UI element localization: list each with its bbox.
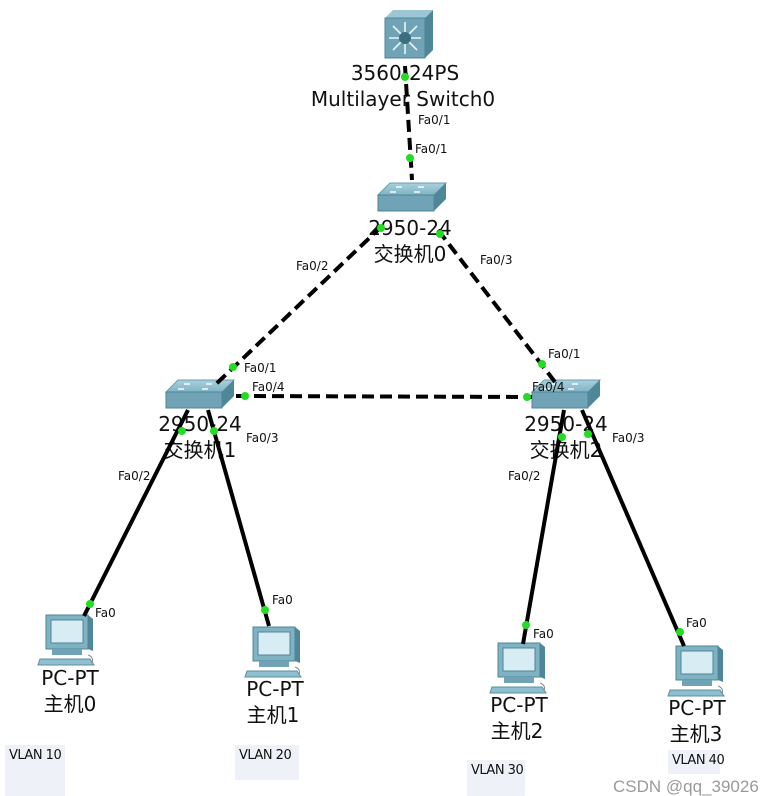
vlan30-area bbox=[467, 760, 525, 796]
vlan20-area bbox=[235, 745, 299, 780]
vlan40-area bbox=[668, 750, 720, 774]
link-sw1-pc1[interactable] bbox=[206, 409, 271, 627]
sw2-name-label: 交换机2 bbox=[530, 438, 603, 462]
vlan10-area bbox=[5, 745, 65, 796]
port-label: Fa0/3 bbox=[246, 431, 278, 445]
port-label: Fa0/3 bbox=[480, 253, 512, 267]
multilayer-switch-icon[interactable] bbox=[384, 10, 433, 59]
port-label: Fa0 bbox=[686, 616, 707, 630]
pc2-model-label: PC-PT bbox=[490, 693, 548, 717]
vlan20-label: VLAN 20 bbox=[239, 748, 291, 763]
link-sw1-pc0[interactable] bbox=[82, 409, 190, 617]
port-label: Fa0/2 bbox=[118, 469, 150, 483]
switch0-icon[interactable] bbox=[377, 182, 447, 212]
sw1-name-label: 交换机1 bbox=[164, 438, 237, 462]
port-label: Fa0 bbox=[533, 627, 554, 641]
pc1-model-label: PC-PT bbox=[246, 677, 304, 701]
sw0-name-label: 交换机0 bbox=[374, 242, 447, 266]
switch1-icon[interactable] bbox=[165, 379, 235, 409]
watermark: CSDN @qq_39026 bbox=[613, 777, 759, 796]
pc0-model-label: PC-PT bbox=[41, 666, 99, 690]
port-label: Fa0/1 bbox=[548, 347, 580, 361]
port-label: Fa0/3 bbox=[612, 431, 644, 445]
link-sw2-pc2[interactable] bbox=[521, 409, 566, 645]
pc0-icon[interactable] bbox=[37, 614, 95, 666]
link-sw0-sw2[interactable] bbox=[436, 228, 557, 384]
port-label: Fa0/1 bbox=[244, 361, 276, 375]
pc3-name-label: 主机3 bbox=[670, 722, 723, 746]
port-label: Fa0 bbox=[95, 606, 116, 620]
port-label: Fa0/4 bbox=[252, 380, 284, 394]
link-sw2-pc3[interactable] bbox=[580, 409, 686, 647]
pc2-icon[interactable] bbox=[489, 642, 547, 694]
port-label: Fa0 bbox=[272, 593, 293, 607]
port-label: Fa0/1 bbox=[418, 113, 450, 127]
pc3-icon[interactable] bbox=[667, 645, 725, 697]
pc1-icon[interactable] bbox=[244, 626, 302, 678]
pc3-model-label: PC-PT bbox=[668, 696, 726, 720]
port-label: Fa0/1 bbox=[415, 142, 447, 156]
port-label: Fa0/2 bbox=[508, 469, 540, 483]
pc0-name-label: 主机0 bbox=[44, 692, 97, 716]
port-status-indicators bbox=[86, 73, 684, 636]
vlan30-label: VLAN 30 bbox=[471, 763, 523, 778]
sw2-model-label: 2950-24 bbox=[524, 412, 608, 436]
link-sw1-sw2[interactable] bbox=[235, 394, 533, 399]
vlan10-label: VLAN 10 bbox=[9, 748, 61, 763]
port-label: Fa0/4 bbox=[532, 380, 564, 394]
mls-name-label: Multilayer Switch0 bbox=[311, 87, 495, 111]
vlan40-label: VLAN 40 bbox=[672, 753, 724, 768]
link-sw0-sw1[interactable] bbox=[213, 224, 384, 387]
pc2-name-label: 主机2 bbox=[491, 719, 544, 743]
port-label: Fa0/2 bbox=[296, 259, 328, 273]
sw1-model-label: 2950-24 bbox=[158, 412, 242, 436]
pc1-name-label: 主机1 bbox=[247, 703, 300, 727]
